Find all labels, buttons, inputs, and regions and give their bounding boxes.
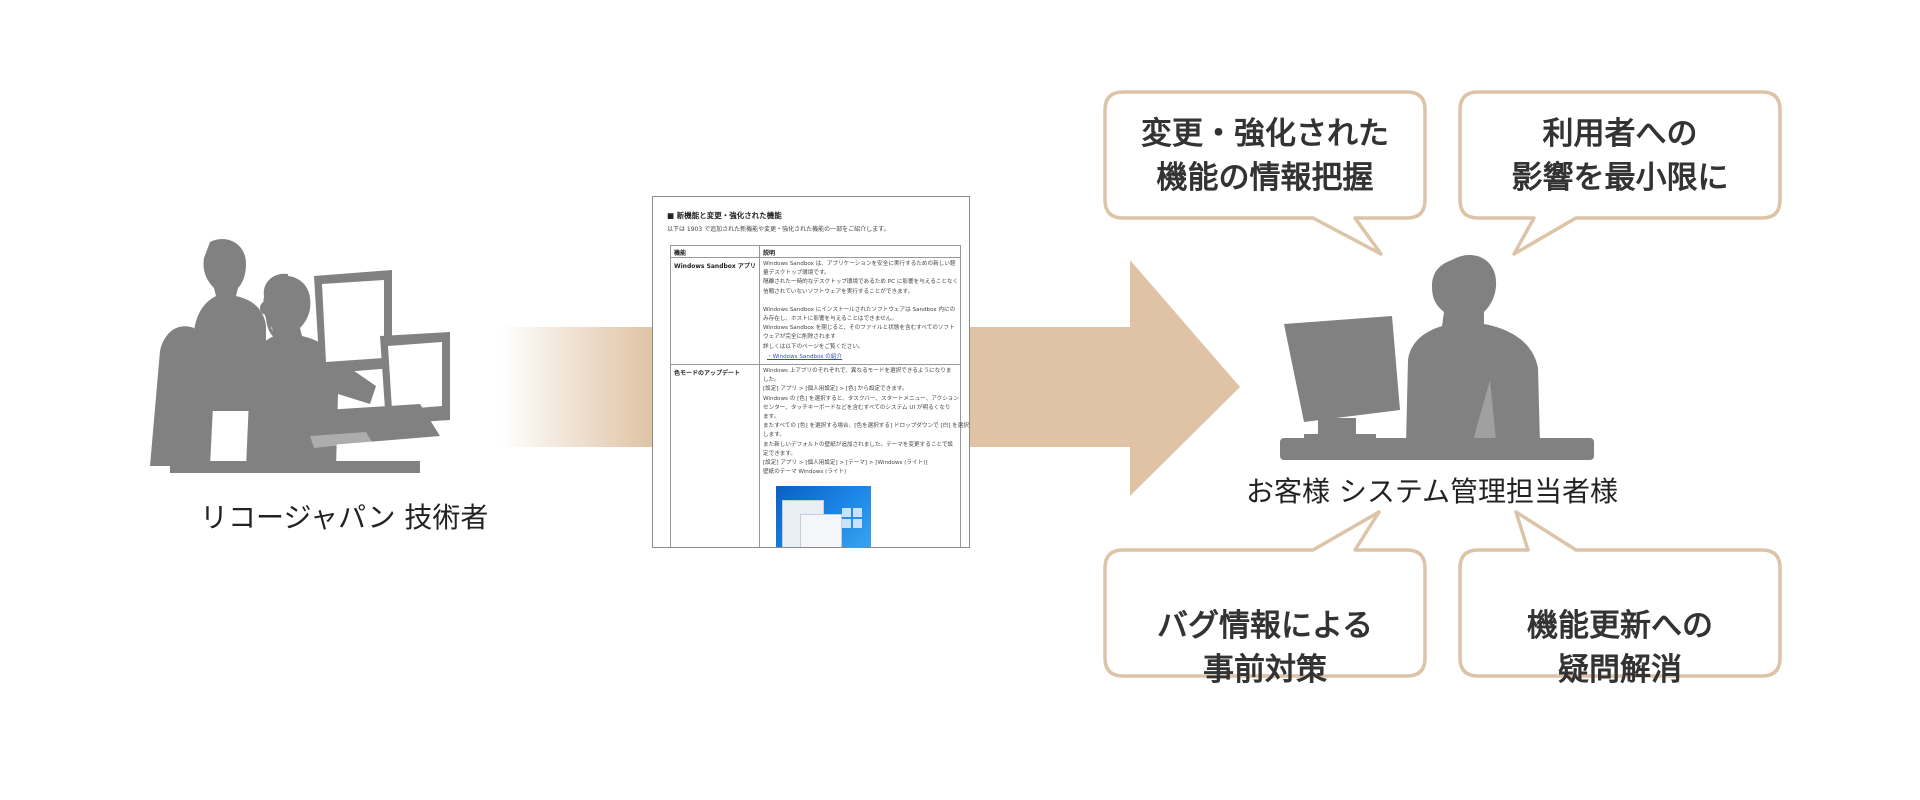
bubble-line: 変更・強化された [1141, 116, 1389, 152]
windows-wallpaper-thumbnail [776, 486, 871, 547]
technician-silhouette-icon [150, 238, 450, 473]
windows-logo-icon [842, 508, 862, 528]
bubble-feature-info: 変更・強化された 機能の情報把握 [1103, 90, 1427, 256]
document-preview: ■ 新機能と変更・強化された機能 以下は 1903 で追加された新機能や変更・強… [652, 196, 970, 548]
document-intro: 以下は 1903 で追加された新機能や変更・強化された機能の一部をご紹介します。 [667, 226, 890, 233]
bubble-line: 事前対策 [1203, 652, 1327, 688]
bubble-resolve-questions: 機能更新への 疑問解消 [1458, 510, 1782, 688]
arrow-head [970, 260, 1240, 496]
bubble-line: 疑問解消 [1558, 652, 1682, 688]
bubble-line: 機能の情報把握 [1156, 160, 1374, 196]
bubble-bug-info: バグ情報による 事前対策 [1103, 510, 1427, 688]
document-table: 機能 説明 Windows Sandbox アプリ Windows Sandbo… [670, 245, 969, 547]
sandbox-link[interactable]: ・Windows Sandbox の紹介 [767, 354, 843, 360]
bubble-line: バグ情報による [1156, 608, 1374, 644]
table-header-feature: 機能 [674, 250, 687, 257]
table-header-description: 説明 [763, 250, 776, 257]
customer-silhouette-icon [1280, 255, 1594, 460]
table-row-description: Windows Sandbox は、アプリケーションを安全に実行するための新しい… [763, 261, 959, 350]
document-title: ■ 新機能と変更・強化された機能 [667, 211, 782, 220]
table-row-feature: 色モードのアップデート [674, 370, 741, 377]
table-row-description: Windows 上アプリのそれぞれで、異なるモードを選択できるようになりま した… [763, 368, 969, 476]
bubble-line: 影響を最小限に [1511, 160, 1729, 196]
bubble-minimize-impact: 利用者への 影響を最小限に [1458, 90, 1782, 256]
table-row-feature: Windows Sandbox アプリ [674, 263, 756, 270]
bubble-line: 利用者への [1542, 116, 1698, 152]
technician-label: リコージャパン 技術者 [200, 501, 489, 534]
arrow-band-fade [500, 327, 652, 447]
bubble-line: 機能更新への [1527, 608, 1713, 644]
customer-label: お客様 システム管理担当者様 [1246, 475, 1619, 508]
